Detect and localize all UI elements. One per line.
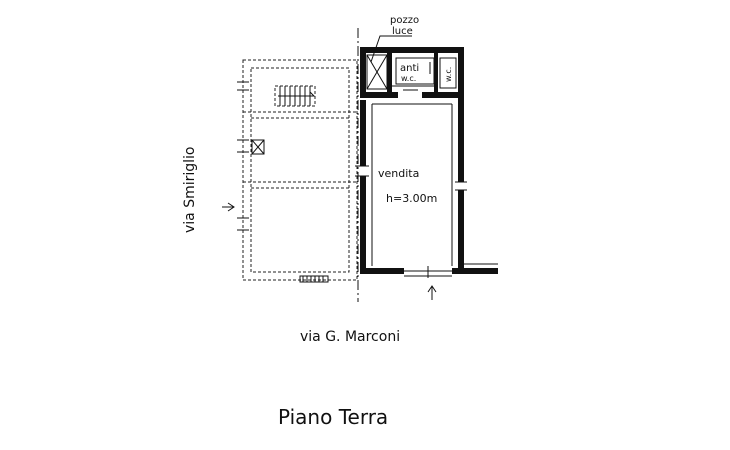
wc-room [429,57,457,89]
pozzo-label: pozzo [390,15,419,26]
staircase [274,85,316,107]
light-well-leader [370,35,412,63]
luce-label: luce [392,26,413,37]
flue-symbol [251,139,265,155]
plan-title: Piano Terra [278,405,388,429]
light-well [366,35,412,92]
entry-arrow-left [222,202,235,212]
street-bottom-label: via G. Marconi [300,329,400,345]
shop-walls [355,47,498,278]
wc-label: w.c. [444,67,453,82]
street-left-label: via Smiriglio [182,147,198,234]
neighbour-building [237,59,358,283]
height-label: h=3.00m [386,192,437,205]
entry-arrow-bottom [427,285,437,300]
hatched-opening [299,275,329,283]
vendita-label: vendita [378,167,419,180]
anti-label: anti [400,63,419,74]
anti-wc-room [392,53,438,92]
anti-wc-label: w.c. [401,74,416,83]
